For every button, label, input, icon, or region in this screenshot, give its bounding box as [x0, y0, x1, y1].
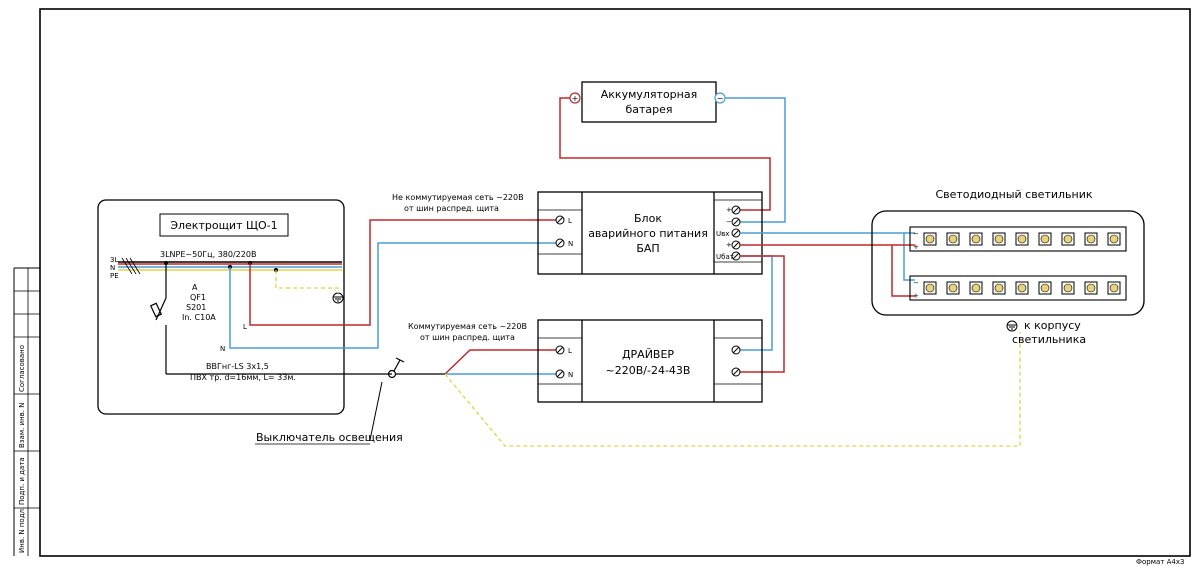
battery-line1: Аккумуляторная	[601, 88, 697, 101]
driver-block	[537, 319, 763, 403]
strip2-plus: +	[913, 292, 919, 300]
breaker-rating: In. C10A	[182, 313, 216, 322]
panel-box	[97, 199, 345, 415]
stamp-approved: Согласовано	[18, 345, 26, 392]
led-chip	[1063, 234, 1073, 244]
stamp-sign-date: Подп. и дата	[18, 457, 26, 505]
luminaire-ground-icon	[1006, 320, 1018, 332]
stamp-replace-inv: Взам. инв. N	[18, 403, 26, 448]
led-chip	[925, 283, 935, 293]
bap-line3: БАП	[636, 242, 659, 255]
switch-leader	[369, 381, 383, 441]
driver-net-label-1: Коммутируемая сеть ~220В	[408, 322, 527, 331]
wire-neutral-to-bap	[229, 242, 560, 349]
led-chip	[948, 283, 958, 293]
bap-term-n: N	[568, 240, 573, 248]
led-chip	[1040, 234, 1050, 244]
light-switch-symbol	[387, 357, 445, 379]
led-chips	[923, 232, 1121, 295]
battery-box	[581, 81, 717, 123]
driver-term-l: L	[568, 347, 572, 355]
battery-minus: −	[717, 94, 724, 103]
led-chip	[994, 234, 1004, 244]
strip1-plus: +	[913, 243, 919, 251]
panel-ground-icon	[332, 292, 344, 304]
battery-plus: +	[572, 94, 579, 103]
driver-line2: ~220В/-24-43В	[606, 364, 691, 377]
bap-output-terminals	[731, 205, 741, 261]
driver-net-label-2: от шин распред. щита	[420, 333, 515, 342]
format-label: Формат А4х3	[1136, 558, 1184, 566]
wire-battery-minus	[725, 97, 786, 223]
driver-terminal-n	[555, 369, 565, 379]
panel-title-box	[159, 213, 289, 237]
wire-phase-to-bap	[249, 219, 560, 326]
driver-output-terminals	[731, 345, 741, 377]
led-chip	[1040, 283, 1050, 293]
breaker-qf1-symbol	[149, 263, 167, 374]
led-strip-1: − +	[909, 226, 1127, 252]
bap-uout: Uвх	[716, 230, 729, 238]
led-chip	[994, 283, 1004, 293]
bap-out-plus-1: +	[726, 206, 732, 214]
cable-line1: ВВГнг-LS 3х1,5	[206, 362, 269, 371]
driver-line1: ДРАЙВЕР	[622, 348, 674, 361]
breaker-qf: QF1	[190, 293, 206, 302]
led-chip	[1017, 234, 1027, 244]
luminaire-ground-line1: к корпусу	[1024, 319, 1081, 332]
wire-bap-ubat-driver-plus	[740, 255, 773, 351]
strip1-minus: −	[913, 230, 919, 238]
cable-line2: ПВХ тр. d=16мм, L= 33м.	[190, 373, 296, 382]
battery-line2: батарея	[625, 103, 672, 116]
wire-pe-to-luminaire	[444, 332, 1021, 447]
led-chip	[948, 234, 958, 244]
panel-title: Электрощит ЩО-1	[170, 219, 277, 232]
driver-terminal-l	[555, 345, 565, 355]
led-chip	[971, 234, 981, 244]
led-chip	[971, 283, 981, 293]
luminaire-box	[871, 210, 1145, 316]
bap-line1: Блок	[634, 212, 662, 225]
wire-bap-plus-to-led	[740, 244, 915, 297]
bap-terminal-n	[555, 238, 565, 248]
breaker-model: S201	[186, 303, 206, 312]
panel-bus-pe: PE	[110, 272, 119, 280]
bap-block	[537, 191, 763, 275]
strip2-minus: −	[913, 279, 919, 287]
bap-terminal-l	[555, 215, 565, 225]
wire-pe-panel	[275, 270, 339, 293]
bap-net-label-2: от шин распред. щита	[404, 204, 499, 213]
led-chip	[1063, 283, 1073, 293]
led-strip-2: − +	[909, 275, 1127, 301]
luminaire-ground-line2: светильника	[1012, 333, 1086, 346]
led-chip	[1086, 283, 1096, 293]
panel-wire-l: L	[243, 323, 247, 331]
bap-net-label-1: Не коммутируемая сеть ~220В	[392, 193, 524, 202]
bap-out-minus-1: −	[726, 218, 732, 226]
led-chip	[1086, 234, 1096, 244]
bap-line2: аварийного питания	[588, 227, 708, 240]
wire-battery-plus	[559, 97, 771, 211]
battery-plus-terminal: +	[569, 92, 581, 104]
driver-term-n: N	[568, 371, 573, 379]
stamp-inv-orig: Инв. N подл.	[18, 507, 26, 553]
bap-out-plus-2: +	[726, 241, 732, 249]
led-chip	[1109, 283, 1119, 293]
panel-bus-label: 3LNPE~50Гц, 380/220В	[160, 250, 256, 259]
panel-wire-n: N	[220, 345, 225, 353]
wire-switched-phase-to-driver	[444, 349, 560, 375]
drawing-frame	[13, 8, 1191, 557]
luminaire-title: Светодиодный светильник	[935, 188, 1092, 201]
panel-bus-n: N	[110, 264, 115, 272]
battery-minus-terminal: −	[714, 92, 726, 104]
breaker-a: A	[192, 283, 198, 292]
led-chip	[925, 234, 935, 244]
bap-ubat: Uбат	[716, 253, 734, 261]
switch-label: Выключатель освещения	[256, 431, 403, 444]
led-chip	[1017, 283, 1027, 293]
bap-term-l: L	[568, 217, 572, 225]
panel-bus-3l: 3L	[110, 256, 118, 264]
led-chip	[1109, 234, 1119, 244]
